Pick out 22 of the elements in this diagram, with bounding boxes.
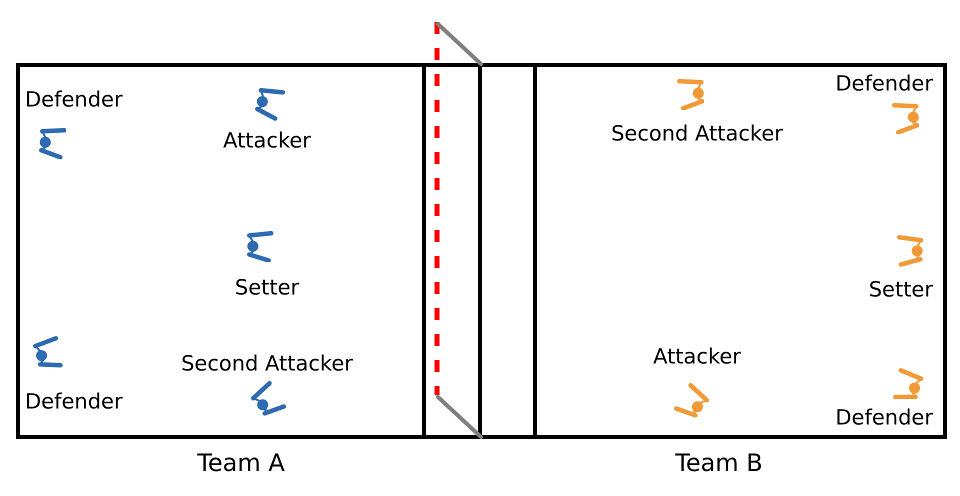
player-icon xyxy=(893,368,924,400)
player-icon xyxy=(247,230,274,262)
player-role-label: Attacker xyxy=(653,346,741,368)
player-icon xyxy=(251,381,286,416)
player-icon xyxy=(674,383,709,418)
player-role-label: Defender xyxy=(25,90,123,110)
player-role-label: Attacker xyxy=(223,130,311,152)
player-role-label: Defender xyxy=(25,392,123,412)
player-icon xyxy=(676,78,704,110)
player-role-label: Setter xyxy=(234,278,300,298)
team-label: Team B xyxy=(675,451,763,475)
player-icon xyxy=(33,336,64,368)
player-role-label: Defender xyxy=(835,74,933,94)
player-role-label: Second Attacker xyxy=(611,124,783,144)
player-icon xyxy=(896,235,924,267)
player-role-label: Defender xyxy=(835,408,933,428)
player-icon xyxy=(254,88,285,122)
player-icon xyxy=(892,102,920,134)
player-role-label: Setter xyxy=(868,280,933,300)
team-label: Team A xyxy=(197,451,285,475)
player-role-label: Second Attacker xyxy=(181,354,353,374)
player-icon xyxy=(38,128,66,160)
